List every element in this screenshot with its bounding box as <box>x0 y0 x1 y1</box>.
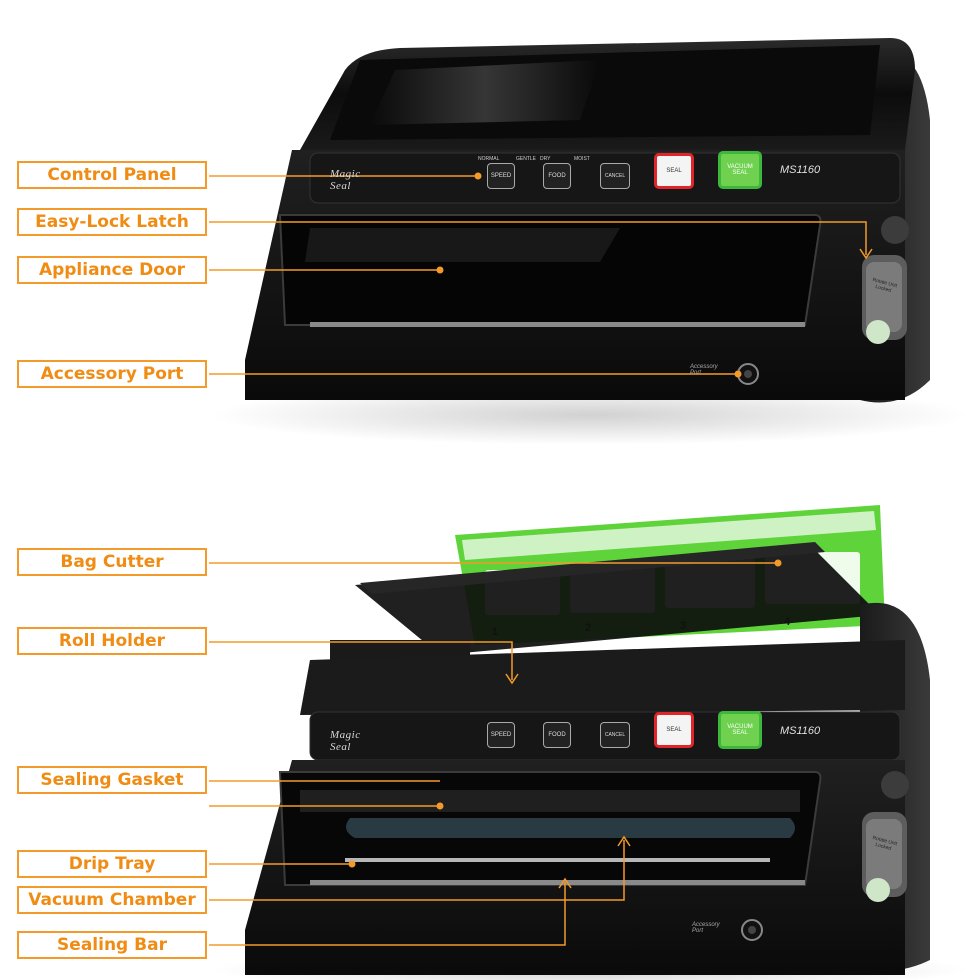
model-number: MS1160 <box>780 725 821 737</box>
callout-roll-holder: Roll Holder <box>17 627 207 655</box>
callout-roll-holder-text: Roll Holder <box>58 631 166 651</box>
appliance-bottom <box>210 505 970 980</box>
indicator-dry: DRY <box>540 156 551 162</box>
callout-dots <box>348 172 782 868</box>
callout-bag-cutter: Bag Cutter <box>17 548 207 576</box>
brand-logo: Magic Seal <box>330 729 361 753</box>
callout-appliance-door: Appliance Door <box>17 256 207 284</box>
callout-sealing-gasket: Sealing Gasket <box>17 766 207 794</box>
speed-button[interactable]: SPEED <box>487 163 515 189</box>
callout-easy-lock-latch-text: Easy-Lock Latch <box>35 212 189 232</box>
vacuum-seal-button[interactable]: VACUUM SEAL <box>718 151 762 189</box>
indicator-moist: MOIST <box>574 156 590 162</box>
callout-easy-lock-latch: Easy-Lock Latch <box>17 208 207 236</box>
indicator-gentle: GENTLE <box>516 156 537 162</box>
callout-accessory-port: Accessory Port <box>17 360 207 388</box>
food-button[interactable]: FOOD <box>543 163 571 189</box>
callout-drip-tray: Drip Tray <box>17 850 207 878</box>
brand-logo: Magic Seal <box>330 168 361 192</box>
callout-sealing-bar-text: Sealing Bar <box>57 935 167 955</box>
instruction-step-3: 3 <box>680 620 687 632</box>
callout-control-panel: Control Panel <box>17 161 207 189</box>
food-button[interactable]: FOOD <box>543 722 571 748</box>
callout-sealing-bar: Sealing Bar <box>17 931 207 959</box>
callout-accessory-port-text: Accessory Port <box>40 364 184 384</box>
indicator-normal: NORMAL <box>478 156 500 162</box>
callout-control-panel-text: Control Panel <box>47 165 177 185</box>
callout-appliance-door-text: Appliance Door <box>38 260 186 280</box>
callout-sealing-gasket-text: Sealing Gasket <box>40 770 184 790</box>
instruction-step-1: 1 <box>492 626 499 638</box>
callout-drip-tray-text: Drip Tray <box>68 854 156 874</box>
appliance-top <box>210 38 970 445</box>
instruction-step-4: 4 <box>784 616 791 628</box>
seal-button[interactable]: SEAL <box>654 712 694 748</box>
vacuum-seal-button[interactable]: VACUUM SEAL <box>718 711 762 749</box>
callout-arrowheads <box>505 248 873 889</box>
callout-bag-cutter-text: Bag Cutter <box>60 552 164 572</box>
cancel-button[interactable]: CANCEL <box>600 163 630 189</box>
cancel-button[interactable]: CANCEL <box>600 722 630 748</box>
accessory-port-text: Accessory Port <box>692 922 720 934</box>
callout-vacuum-chamber: Vacuum Chamber <box>17 886 207 914</box>
speed-button[interactable]: SPEED <box>487 722 515 748</box>
model-number: MS1160 <box>780 164 821 176</box>
seal-button[interactable]: SEAL <box>654 153 694 189</box>
callout-vacuum-chamber-text: Vacuum Chamber <box>28 890 196 910</box>
accessory-port-text: Accessory Port <box>690 364 718 376</box>
callout-leaders <box>209 175 867 946</box>
instruction-step-2: 2 <box>585 622 592 634</box>
